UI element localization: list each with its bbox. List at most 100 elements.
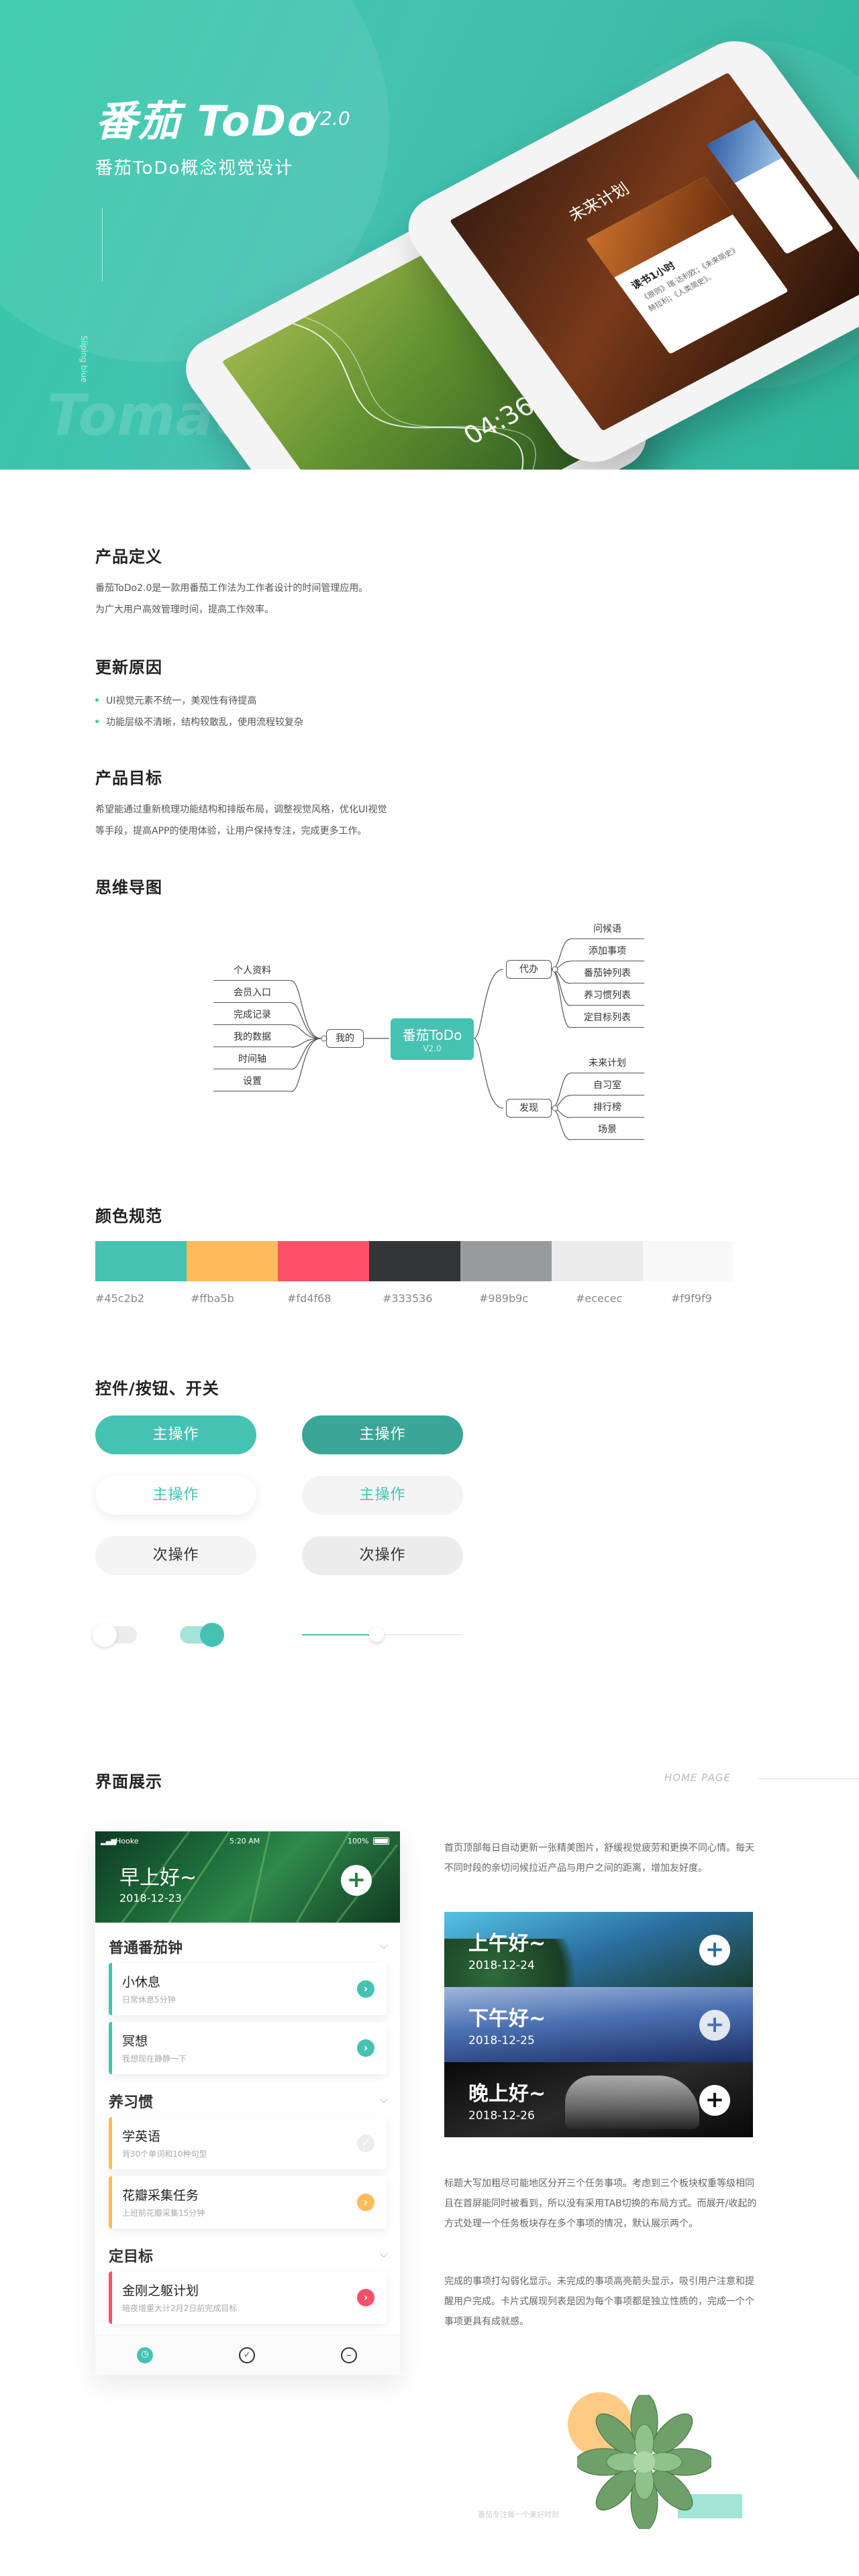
mindmap-leaf: 我的数据 (213, 1028, 291, 1047)
hero-divider (102, 208, 103, 282)
tab-clock-icon[interactable]: ◷ (137, 2347, 153, 2363)
mindmap-leaf: 设置 (213, 1073, 291, 1091)
mindmap-leaf: 未来计划 (570, 1055, 644, 1073)
task-go-icon[interactable]: › (357, 2289, 374, 2306)
mindmap-root-version: V2.0 (423, 1044, 442, 1053)
chevron-down-icon[interactable]: ⌵ (379, 1939, 388, 1951)
section-title-text: 界面展示 (95, 1772, 162, 1791)
primary-disabled-button[interactable]: 主操作 (302, 1476, 463, 1515)
description-cards: 完成的事项打勾弱化显示。未完成的事项高亮箭头显示，吸引用户注意和提醒用户完成。卡… (444, 2276, 754, 2327)
toggle-off[interactable] (93, 1623, 137, 1647)
slot-tree-image (444, 1939, 605, 1987)
footer-note: 番茄专注每一个美好时刻 (478, 2510, 559, 2519)
slider-handle[interactable] (369, 1627, 384, 1642)
secondary-button[interactable]: 次操作 (95, 1536, 256, 1575)
task-name: 冥想 (122, 2034, 148, 2049)
hero-subtitle: 番茄ToDo概念视觉设计 (95, 158, 294, 178)
description-header: 首页顶部每日自动更新一张精美图片，舒缓视觉疲劳和更换不同心情。每天不同时段的亲切… (444, 1843, 754, 1874)
task-color-bar (109, 2271, 112, 2324)
section-title-colors: 颜色规范 (95, 1203, 162, 1226)
color-label: #45c2b2 (95, 1292, 145, 1305)
mindmap-leaf: 场景 (570, 1121, 644, 1140)
task-subtitle: 我想现在静静一下 (122, 2054, 187, 2063)
greeting: 早上好~ (119, 1866, 197, 1890)
task-go-icon[interactable]: › (357, 1980, 374, 1998)
mindmap-branch-discover: 发现 (506, 1099, 552, 1118)
mindmap: 番茄ToDo V2.0 我的 代办 发现 个人资料 会员入口 完成记录 我的数据… (201, 919, 671, 1161)
color-swatch (187, 1241, 278, 1281)
primary-outline-button[interactable]: 主操作 (95, 1476, 256, 1515)
task-card[interactable]: 花瓣采集任务 上班前花瓣采集15分钟 › (109, 2176, 387, 2229)
mindmap-leaf: 番茄钟列表 (570, 965, 644, 983)
mindmap-leaf: 会员入口 (213, 984, 291, 1003)
mindmap-connectors (291, 938, 571, 1140)
app-header: Hooke ▂▄▆ 5:20 AM 100% 早上好~ 2018-12-23 + (95, 1831, 400, 1923)
status-battery: 100% (348, 1837, 369, 1845)
task-subtitle: 上班前花瓣采集15分钟 (122, 2208, 205, 2218)
task-card[interactable]: 冥想 我想现在静静一下 › (109, 2022, 387, 2074)
tab-profile-icon[interactable]: ⌣ (341, 2347, 357, 2363)
greeting-date: 2018-12-23 (119, 1892, 182, 1904)
color-swatch (460, 1241, 552, 1281)
mindmap-leaf: 个人资料 (213, 962, 291, 981)
phone-screen-timer: 04:36 (221, 235, 611, 470)
task-color-bar (109, 2117, 112, 2169)
reason-item: UI视觉元素不统一，美观性有待提高 (95, 694, 256, 707)
toggle-on[interactable] (180, 1623, 224, 1647)
timer-wave (293, 317, 536, 470)
goals-line: 等手段，提高APP的使用体验，让用户保持专注，完成更多工作。 (95, 826, 367, 837)
task-name: 小休息 (122, 1975, 161, 1990)
color-label: #989b9c (479, 1292, 529, 1305)
color-swatch (369, 1241, 460, 1281)
definition-line: 番茄ToDo2.0是一款用番茄工作法为工作者设计的时间管理应用。 (95, 583, 368, 594)
status-time: 5:20 AM (230, 1837, 260, 1845)
succulent-drawing (575, 2393, 713, 2531)
app-header-leaves (121, 1831, 399, 1923)
greeting-slot-afternoon: 下午好~ 2018-12-25 + (444, 1987, 753, 2062)
hero-version: V2.0 (307, 107, 350, 129)
primary-button[interactable]: 主操作 (95, 1415, 256, 1454)
section-title-showcase: 界面展示 (95, 1768, 162, 1792)
color-swatch (552, 1241, 643, 1281)
task-go-icon[interactable]: › (357, 2039, 374, 2057)
plan-side-photo (707, 119, 782, 183)
task-card[interactable]: 小休息 日常休息5分钟 › (109, 1963, 387, 2015)
slot-date: 2018-12-24 (468, 1959, 535, 1972)
task-go-icon[interactable]: › (357, 2194, 374, 2211)
mindmap-leaf: 完成记录 (213, 1006, 291, 1025)
slot-date: 2018-12-26 (468, 2109, 535, 2123)
section-title-mindmap: 思维导图 (95, 874, 162, 898)
secondary-button-pressed[interactable]: 次操作 (302, 1536, 463, 1575)
signal-icon: ▂▄▆ (101, 1838, 117, 1845)
mindmap-leaf: 自习室 (570, 1077, 644, 1095)
plus-icon[interactable]: + (699, 2010, 730, 2041)
plus-icon[interactable]: + (699, 2085, 730, 2116)
task-name: 花瓣采集任务 (122, 2188, 199, 2203)
task-card[interactable]: 金刚之躯计划 暗夜增重大计2月2日前完成目标 › (109, 2271, 387, 2324)
chevron-down-icon[interactable]: ⌵ (379, 2093, 388, 2106)
color-swatch (643, 1241, 733, 1281)
add-task-button[interactable]: + (341, 1865, 372, 1896)
tab-compass-icon[interactable]: ✓ (239, 2347, 255, 2363)
task-name: 金刚之躯计划 (122, 2284, 199, 2298)
description-groups: 标题大写加粗尽可能地区分开三个任务事项。考虑到三个板块权重等级相同且在首屏能同时… (444, 2178, 757, 2229)
mindmap-leaf: 添加事项 (570, 943, 644, 961)
slot-greeting: 下午好~ (468, 2007, 546, 2031)
hero-banner: TomatoTo 番茄 ToDo V2.0 番茄ToDo概念视觉设计 Slipi… (0, 0, 859, 470)
chevron-down-icon[interactable]: ⌵ (379, 2247, 388, 2260)
task-color-bar (109, 2176, 112, 2229)
plus-icon[interactable]: + (699, 1935, 730, 1966)
slider-track[interactable] (302, 1627, 463, 1642)
color-label: #ffba5b (191, 1292, 234, 1305)
mindmap-root: 番茄ToDo V2.0 (391, 1018, 474, 1060)
section-title-text: 思维导图 (95, 878, 162, 897)
mindmap-leaf: 排行榜 (570, 1099, 644, 1118)
page-tag-line (758, 1778, 859, 1779)
primary-button-pressed[interactable]: 主操作 (302, 1415, 463, 1454)
page-tag: HOME PAGE (664, 1772, 731, 1784)
task-card[interactable]: 学英语 背30个单词和10种句型 ✓ (109, 2117, 387, 2169)
hero-title: 番茄 ToDo (95, 97, 317, 146)
check-icon[interactable]: ✓ (357, 2135, 374, 2152)
mindmap-root-label: 番茄ToDo (402, 1027, 462, 1043)
